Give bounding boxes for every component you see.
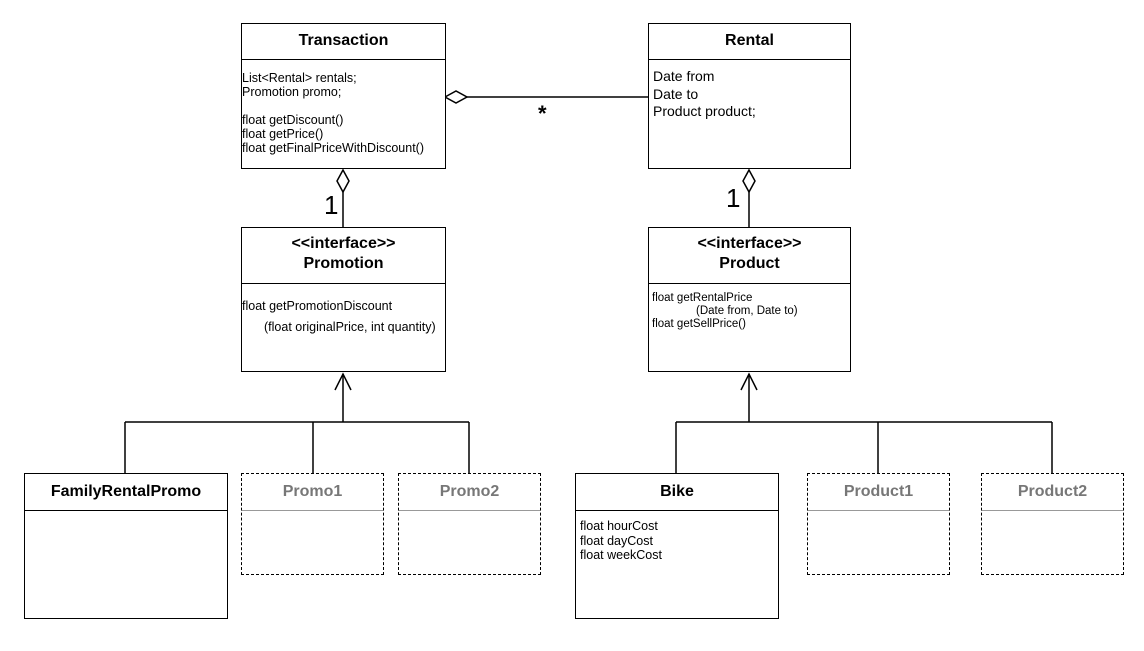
transaction-promotion-aggregation-diamond bbox=[336, 168, 350, 194]
attribute: float dayCost bbox=[580, 533, 653, 548]
rental-class[interactable]: Rental Date from Date to Product product… bbox=[648, 23, 851, 169]
product-interface[interactable]: <<interface>> Product float getRentalPri… bbox=[648, 227, 851, 372]
interface-name: Product bbox=[719, 255, 780, 272]
rental-product-multiplicity: 1 bbox=[726, 183, 741, 213]
stereotype: <<interface>> bbox=[697, 235, 802, 252]
method-params: (Date from, Date to) bbox=[696, 305, 798, 317]
bike-members: float hourCost float dayCost float weekC… bbox=[576, 511, 778, 563]
method: float getFinalPriceWithDiscount() bbox=[242, 141, 425, 155]
method-params: (float originalPrice, int quantity) bbox=[264, 320, 436, 334]
promotion-open-arrowhead bbox=[334, 372, 352, 391]
interface-header: <<interface>> Promotion bbox=[242, 228, 445, 284]
attribute: Date from bbox=[653, 68, 715, 84]
class-name: Transaction bbox=[242, 24, 445, 60]
attribute: Product product; bbox=[653, 103, 756, 119]
transaction-members: List<Rental> rentals; Promotion promo; f… bbox=[242, 60, 445, 155]
family-rental-promo-class[interactable]: FamilyRentalPromo bbox=[24, 473, 228, 619]
promo1-class[interactable]: Promo1 bbox=[241, 473, 384, 575]
promotion-members: float getPromotionDiscount (float origin… bbox=[242, 284, 445, 338]
method: float getDiscount() bbox=[242, 113, 344, 127]
method: float getPromotionDiscount bbox=[242, 299, 393, 313]
bike-class[interactable]: Bike float hourCost float dayCost float … bbox=[575, 473, 779, 619]
transaction-class[interactable]: Transaction List<Rental> rentals; Promot… bbox=[241, 23, 446, 169]
attribute: Date to bbox=[653, 85, 699, 102]
product-members: float getRentalPrice (Date from, Date to… bbox=[649, 284, 850, 331]
transaction-rental-aggregation-diamond bbox=[443, 90, 469, 104]
product-realization-lines bbox=[675, 374, 1053, 473]
class-name: Bike bbox=[576, 474, 778, 511]
class-name: Rental bbox=[649, 24, 850, 60]
promo2-class[interactable]: Promo2 bbox=[398, 473, 541, 575]
attribute: Promotion promo; bbox=[242, 85, 342, 99]
rental-members: Date from Date to Product product; bbox=[649, 60, 850, 121]
attribute: List<Rental> rentals; bbox=[242, 71, 357, 85]
class-name: Product1 bbox=[808, 474, 949, 511]
attribute: float hourCost bbox=[580, 519, 658, 533]
class-name: Promo1 bbox=[242, 474, 383, 511]
class-name: FamilyRentalPromo bbox=[25, 474, 227, 511]
attribute: float weekCost bbox=[580, 548, 662, 562]
class-name: Product2 bbox=[982, 474, 1123, 511]
product2-class[interactable]: Product2 bbox=[981, 473, 1124, 575]
class-name: Promo2 bbox=[399, 474, 540, 511]
transaction-rental-multiplicity: * bbox=[538, 101, 547, 126]
interface-name: Promotion bbox=[303, 255, 384, 272]
interface-header: <<interface>> Product bbox=[649, 228, 850, 284]
method: float getPrice() bbox=[242, 127, 324, 141]
transaction-promotion-multiplicity: 1 bbox=[324, 190, 339, 220]
promotion-realization-lines bbox=[124, 374, 470, 473]
method: float getRentalPrice bbox=[652, 292, 753, 304]
rental-product-aggregation-diamond bbox=[742, 168, 756, 194]
product1-class[interactable]: Product1 bbox=[807, 473, 950, 575]
stereotype: <<interface>> bbox=[291, 235, 396, 252]
method: float getSellPrice() bbox=[652, 318, 746, 330]
promotion-interface[interactable]: <<interface>> Promotion float getPromoti… bbox=[241, 227, 446, 372]
product-open-arrowhead bbox=[740, 372, 758, 391]
